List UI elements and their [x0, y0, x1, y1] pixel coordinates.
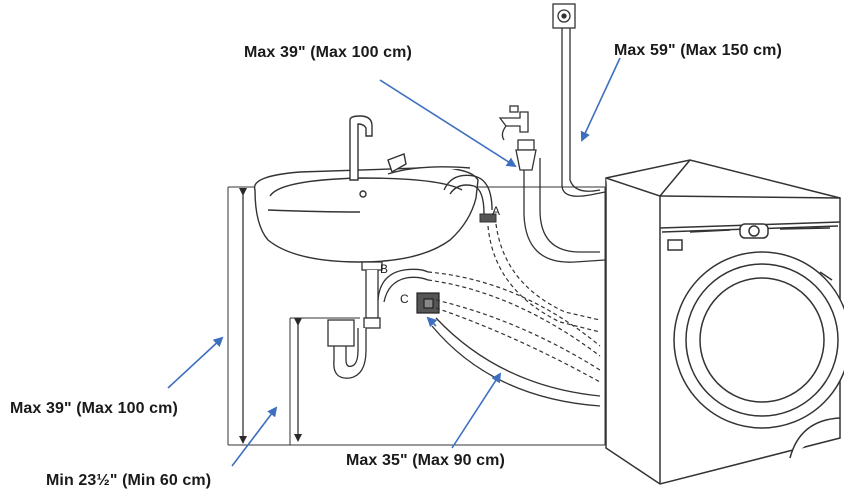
hose-b-route — [427, 271, 601, 357]
arrow-max-height — [167, 336, 224, 389]
power-cable — [561, 28, 606, 197]
arrow-drain-c — [426, 316, 438, 328]
sink-icon — [253, 115, 479, 263]
water-tap-icon — [498, 105, 537, 171]
dimension-lines — [239, 188, 302, 444]
label-drain-height-min: Min 23½" (Min 60 cm) — [46, 472, 212, 489]
arrow-outlet-hose — [580, 57, 621, 142]
marker-a: A — [492, 204, 501, 218]
lower-drain-hose — [431, 317, 601, 407]
arrow-tap-hose — [379, 79, 517, 168]
label-tap-hose-max: Max 39" (Max 100 cm) — [244, 44, 412, 61]
label-outlet-hose-max: Max 59" (Max 150 cm) — [614, 42, 782, 59]
hose-a-route — [487, 223, 601, 333]
arrow-floor-drain — [451, 372, 502, 449]
drain-trap-icon — [327, 261, 383, 379]
label-drain-height-max: Max 39" (Max 100 cm) — [10, 400, 178, 417]
label-floor-drain-max: Max 35" (Max 90 cm) — [346, 452, 505, 469]
drain-hose-a — [443, 174, 493, 215]
marker-b: B — [380, 262, 389, 276]
drain-hose-b — [377, 268, 429, 303]
hose-c-route — [435, 299, 601, 383]
drain-hose-a-end — [479, 213, 497, 223]
floor-drain-icon — [416, 292, 440, 314]
marker-c: C — [400, 292, 409, 306]
washing-machine-icon — [605, 159, 844, 485]
inlet-hose — [523, 158, 606, 263]
callout-arrows — [167, 57, 621, 467]
wall-socket-icon — [552, 3, 576, 29]
arrow-min-height — [231, 406, 278, 467]
